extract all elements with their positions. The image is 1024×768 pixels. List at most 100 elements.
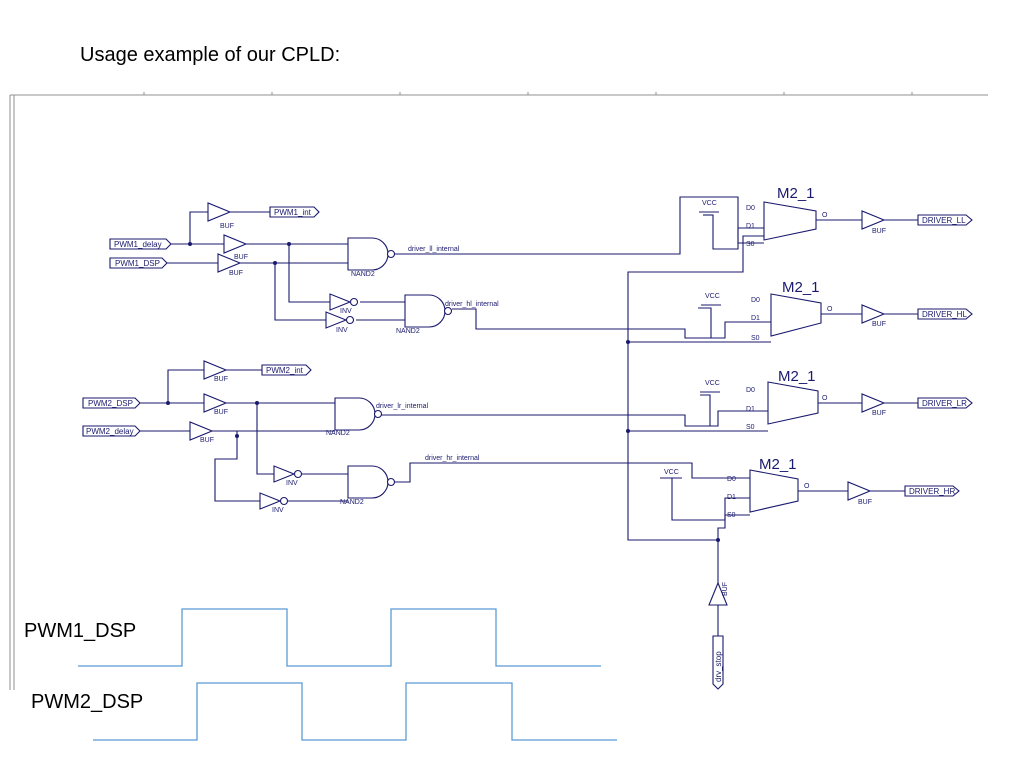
mux-ll: M2_1 D0 D1 S0 O	[746, 185, 828, 248]
svg-text:BUF: BUF	[234, 254, 248, 261]
svg-text:S0: S0	[727, 512, 736, 519]
svg-text:driver_lr_internal: driver_lr_internal	[376, 403, 429, 410]
svg-text:BUF: BUF	[872, 321, 886, 328]
svg-text:BUF: BUF	[214, 409, 228, 416]
buffer-driver-hr: BUF	[847, 481, 872, 506]
svg-text:INV: INV	[272, 507, 284, 514]
nand-gate-hl: NAND2 driver_hl_internal	[396, 294, 499, 335]
svg-text:M2_1: M2_1	[778, 368, 816, 385]
svg-text:drv_stop: drv_stop	[714, 651, 723, 682]
vcc-symbol-4: VCC	[662, 469, 682, 479]
waveform-pwm2-dsp	[93, 682, 617, 741]
svg-text:BUF: BUF	[200, 437, 214, 444]
svg-text:NAND2: NAND2	[340, 499, 364, 506]
slide-title: Usage example of our CPLD:	[80, 44, 341, 66]
port-pwm2-int: PWM2_int	[261, 364, 312, 376]
inverter-1: INV	[329, 293, 359, 315]
svg-text:DRIVER_LR: DRIVER_LR	[922, 399, 967, 408]
svg-text:D1: D1	[746, 223, 755, 230]
svg-text:BUF: BUF	[872, 410, 886, 417]
svg-text:PWM1_delay: PWM1_delay	[114, 240, 162, 249]
svg-text:INV: INV	[340, 308, 352, 315]
vcc-symbol-3: VCC	[700, 380, 720, 393]
svg-text:O: O	[827, 306, 833, 313]
svg-text:D0: D0	[746, 205, 755, 212]
waveform-label-pwm1-dsp: PWM1_DSP	[24, 620, 137, 642]
mux-hr: M2_1 D0 D1 S0 O	[727, 456, 810, 519]
svg-text:driver_ll_internal: driver_ll_internal	[408, 246, 460, 253]
inverter-3: INV	[273, 465, 303, 487]
buffer-pwm1-int: BUF	[207, 202, 234, 230]
svg-text:D0: D0	[751, 297, 760, 304]
waveform-pwm1-dsp	[78, 608, 601, 667]
svg-text:O: O	[822, 212, 828, 219]
svg-text:D1: D1	[727, 494, 736, 501]
port-driver-hr: DRIVER_HR	[904, 485, 960, 497]
waveform-label-pwm2-dsp: PWM2_DSP	[31, 691, 144, 713]
svg-text:VCC: VCC	[664, 469, 679, 476]
mux-hl: M2_1 D0 D1 S0 O	[751, 279, 833, 342]
svg-text:M2_1: M2_1	[777, 185, 815, 202]
buffer-pwm2-delay: BUF	[189, 421, 214, 444]
svg-text:D1: D1	[751, 315, 760, 322]
vcc-symbol-1: VCC	[699, 200, 719, 213]
svg-text:NAND2: NAND2	[326, 430, 350, 437]
svg-text:O: O	[822, 395, 828, 402]
sheet-frame	[9, 92, 988, 690]
nand-gate-ll: NAND2 driver_ll_internal	[347, 237, 460, 278]
svg-text:M2_1: M2_1	[759, 456, 797, 473]
buffer-drv-stop: BUF	[708, 581, 729, 606]
port-pwm1-dsp: PWM1_DSP	[109, 257, 168, 269]
port-pwm2-dsp: PWM2_DSP	[82, 397, 141, 409]
junction-dots	[166, 242, 720, 542]
svg-text:NAND2: NAND2	[351, 271, 375, 278]
svg-text:VCC: VCC	[705, 380, 720, 387]
buffer-driver-hl: BUF	[861, 304, 886, 328]
svg-text:BUF: BUF	[214, 376, 228, 383]
port-driver-ll: DRIVER_LL	[917, 214, 973, 226]
svg-text:VCC: VCC	[705, 293, 720, 300]
mux-lr: M2_1 D0 D1 S0 O	[746, 368, 828, 431]
svg-text:INV: INV	[336, 327, 348, 334]
svg-text:PWM2_DSP: PWM2_DSP	[88, 399, 133, 408]
svg-text:driver_hl_internal: driver_hl_internal	[445, 301, 499, 308]
inverter-2: INV	[325, 311, 355, 334]
vcc-symbol-2: VCC	[701, 293, 721, 306]
inverter-4: INV	[259, 492, 289, 514]
wires	[140, 196, 918, 636]
svg-text:S0: S0	[751, 335, 760, 342]
svg-text:PWM2_int: PWM2_int	[266, 366, 304, 375]
svg-text:BUF: BUF	[722, 582, 729, 596]
svg-text:driver_hr_internal: driver_hr_internal	[425, 455, 480, 462]
buffer-pwm1-delay: BUF	[223, 234, 248, 261]
svg-text:BUF: BUF	[858, 499, 872, 506]
nand-gate-lr: NAND2 driver_lr_internal	[326, 397, 429, 437]
svg-text:BUF: BUF	[872, 228, 886, 235]
svg-text:NAND2: NAND2	[396, 328, 420, 335]
svg-text:DRIVER_HL: DRIVER_HL	[922, 310, 967, 319]
svg-text:BUF: BUF	[229, 270, 243, 277]
svg-text:S0: S0	[746, 424, 755, 431]
svg-text:O: O	[804, 483, 810, 490]
port-pwm1-int: PWM1_int	[269, 206, 320, 218]
buffer-driver-lr: BUF	[861, 393, 886, 417]
svg-text:D1: D1	[746, 406, 755, 413]
port-drv-stop: drv_stop	[712, 635, 724, 690]
svg-text:D0: D0	[727, 476, 736, 483]
svg-text:D0: D0	[746, 387, 755, 394]
port-driver-lr: DRIVER_LR	[917, 397, 973, 409]
svg-text:PWM2_delay: PWM2_delay	[86, 427, 134, 436]
port-driver-hl: DRIVER_HL	[917, 308, 973, 320]
buffer-pwm2-int: BUF	[203, 360, 228, 383]
port-pwm2-delay: PWM2_delay	[82, 425, 141, 437]
svg-text:DRIVER_LL: DRIVER_LL	[922, 216, 966, 225]
nand-gate-hr: NAND2 driver_hr_internal	[340, 455, 480, 506]
svg-text:PWM1_DSP: PWM1_DSP	[115, 259, 160, 268]
svg-text:S0: S0	[746, 241, 755, 248]
svg-text:M2_1: M2_1	[782, 279, 820, 296]
svg-text:INV: INV	[286, 480, 298, 487]
buffer-pwm1-dsp: BUF	[217, 253, 243, 277]
svg-text:VCC: VCC	[702, 200, 717, 207]
svg-text:BUF: BUF	[220, 223, 234, 230]
